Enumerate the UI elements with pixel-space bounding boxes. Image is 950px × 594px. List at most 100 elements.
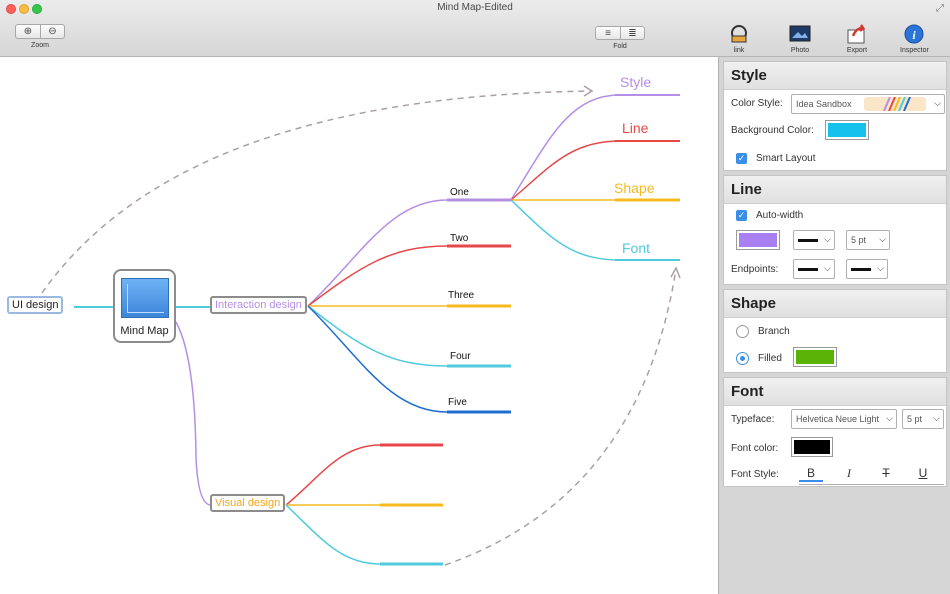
smart-layout-label: Smart Layout xyxy=(756,153,816,164)
checkmark-icon: ✓ xyxy=(736,210,747,221)
mind-map-image-icon xyxy=(121,278,169,318)
style-section: Style Color Style: Idea Sandbox ⌵ Backgr… xyxy=(723,61,947,171)
color-style-value: Idea Sandbox xyxy=(796,99,852,109)
fullscreen-icon[interactable]: ⤢ xyxy=(936,3,944,14)
font-size-dropdown[interactable]: 5 pt ⌵ xyxy=(902,409,944,429)
auto-width-checkbox[interactable]: ✓ Auto-width xyxy=(736,210,803,221)
radio-off-icon xyxy=(736,325,749,338)
bold-button[interactable]: B xyxy=(799,466,823,482)
style-section-title: Style xyxy=(724,62,946,90)
inspector-label: Inspector xyxy=(900,47,929,54)
font-color-swatch[interactable] xyxy=(791,437,833,457)
strikethrough-button[interactable]: T xyxy=(882,466,890,480)
photo-button[interactable]: Photo xyxy=(789,24,811,54)
branch-interaction-design[interactable]: Interaction design xyxy=(210,296,307,314)
chevron-down-icon: ⌵ xyxy=(824,234,831,244)
chevron-down-icon: ⌵ xyxy=(824,263,831,273)
shape-fill-color xyxy=(796,350,834,364)
topic-style[interactable]: Style xyxy=(620,74,652,90)
topic-three[interactable]: Three xyxy=(448,290,475,301)
typeface-dropdown[interactable]: Helvetica Neue Light ⌵ xyxy=(791,409,897,429)
line-style-preview xyxy=(798,239,818,242)
checkmark-icon: ✓ xyxy=(736,153,747,164)
export-button[interactable]: Export xyxy=(846,24,868,54)
color-style-label: Color Style: xyxy=(731,98,783,109)
root-node[interactable]: UI design xyxy=(7,296,64,314)
font-color-label: Font color: xyxy=(731,443,779,454)
link-label: link xyxy=(733,47,745,54)
underline-button[interactable]: U xyxy=(918,466,928,480)
line-color-swatch[interactable] xyxy=(736,230,780,250)
inspector-button[interactable]: i Inspector xyxy=(900,24,929,54)
smart-layout-checkbox[interactable]: ✓ Smart Layout xyxy=(736,153,815,164)
auto-width-label: Auto-width xyxy=(756,210,804,221)
branch-label: Branch xyxy=(758,326,790,337)
zoom-out-icon[interactable]: ⊖ xyxy=(40,25,64,38)
chevron-down-icon: ⌵ xyxy=(934,98,941,108)
connector-lines xyxy=(41,85,681,566)
background-color-swatch[interactable] xyxy=(825,120,869,140)
font-style-divider xyxy=(799,484,944,485)
filled-radio[interactable]: Filled xyxy=(736,352,782,365)
photo-icon xyxy=(789,24,811,44)
window-title: Mind Map-Edited xyxy=(437,2,513,13)
line-width-value: 5 pt xyxy=(851,235,867,245)
endpoint-preview xyxy=(798,268,818,271)
line-section: Line ✓ Auto-width ⌵ 5 pt ⌵ Endpoints: ⌵ xyxy=(723,175,947,285)
zoom-window-button[interactable] xyxy=(32,4,42,14)
start-endpoint-dropdown[interactable]: ⌵ xyxy=(793,259,835,279)
topic-four[interactable]: Four xyxy=(450,351,471,362)
zoom-group: ⊕ ⊖ Zoom xyxy=(15,24,65,49)
typeface-value: Helvetica Neue Light xyxy=(796,414,880,424)
topic-font[interactable]: Font xyxy=(622,240,651,256)
central-topic-node[interactable]: Mind Map xyxy=(113,269,176,343)
link-button[interactable]: link xyxy=(728,24,750,54)
line-width-dropdown[interactable]: 5 pt ⌵ xyxy=(846,230,890,250)
link-icon xyxy=(728,24,750,44)
topic-line[interactable]: Line xyxy=(622,120,649,136)
zoom-in-icon[interactable]: ⊕ xyxy=(23,26,33,37)
topic-two[interactable]: Two xyxy=(450,233,469,244)
branch-radio[interactable]: Branch xyxy=(736,325,790,338)
font-style-label: Font Style: xyxy=(731,469,779,480)
chevron-down-icon: ⌵ xyxy=(933,413,940,423)
zoom-label: Zoom xyxy=(31,42,49,49)
fold-icon[interactable]: ≡ xyxy=(605,27,611,39)
close-window-button[interactable] xyxy=(6,4,16,14)
color-style-dropdown[interactable]: Idea Sandbox ⌵ xyxy=(791,94,945,114)
title-bar: Mind Map-Edited ⤢ ⊕ ⊖ Zoom ≡ ≣ Fold link xyxy=(0,0,950,57)
root-node-label: UI design xyxy=(7,296,64,314)
chevron-down-icon: ⌵ xyxy=(886,413,893,423)
line-style-dropdown[interactable]: ⌵ xyxy=(793,230,835,250)
fold-label: Fold xyxy=(613,43,627,50)
inspector-panel: Style Color Style: Idea Sandbox ⌵ Backgr… xyxy=(718,57,950,594)
topic-shape[interactable]: Shape xyxy=(614,180,655,196)
italic-button[interactable]: I xyxy=(847,466,851,480)
shape-fill-swatch[interactable] xyxy=(793,347,837,367)
minimize-window-button[interactable] xyxy=(19,4,29,14)
branch-visual-design[interactable]: Visual design xyxy=(210,494,286,512)
font-color-fill xyxy=(794,440,830,454)
line-color-fill xyxy=(739,233,777,247)
chevron-down-icon: ⌵ xyxy=(877,263,884,273)
fold-group: ≡ ≣ Fold xyxy=(595,26,645,50)
unfold-icon[interactable]: ≣ xyxy=(620,27,644,39)
topic-five[interactable]: Five xyxy=(448,397,467,408)
central-topic-label: Mind Map xyxy=(120,325,169,337)
chevron-down-icon: ⌵ xyxy=(879,234,886,244)
endpoint-preview xyxy=(851,268,871,271)
color-style-preview xyxy=(864,97,926,111)
topic-one[interactable]: One xyxy=(450,187,469,198)
background-color-fill xyxy=(828,123,866,137)
mind-map-canvas[interactable]: UI design Mind Map Interaction design Vi… xyxy=(0,57,718,594)
shape-section: Shape Branch Filled xyxy=(723,289,947,373)
filled-label: Filled xyxy=(758,353,782,364)
font-section-title: Font xyxy=(724,378,946,406)
svg-text:i: i xyxy=(913,28,917,42)
endpoints-label: Endpoints: xyxy=(731,264,779,275)
export-icon xyxy=(846,24,868,44)
shape-section-title: Shape xyxy=(724,290,946,318)
end-endpoint-dropdown[interactable]: ⌵ xyxy=(846,259,888,279)
photo-label: Photo xyxy=(790,47,810,54)
